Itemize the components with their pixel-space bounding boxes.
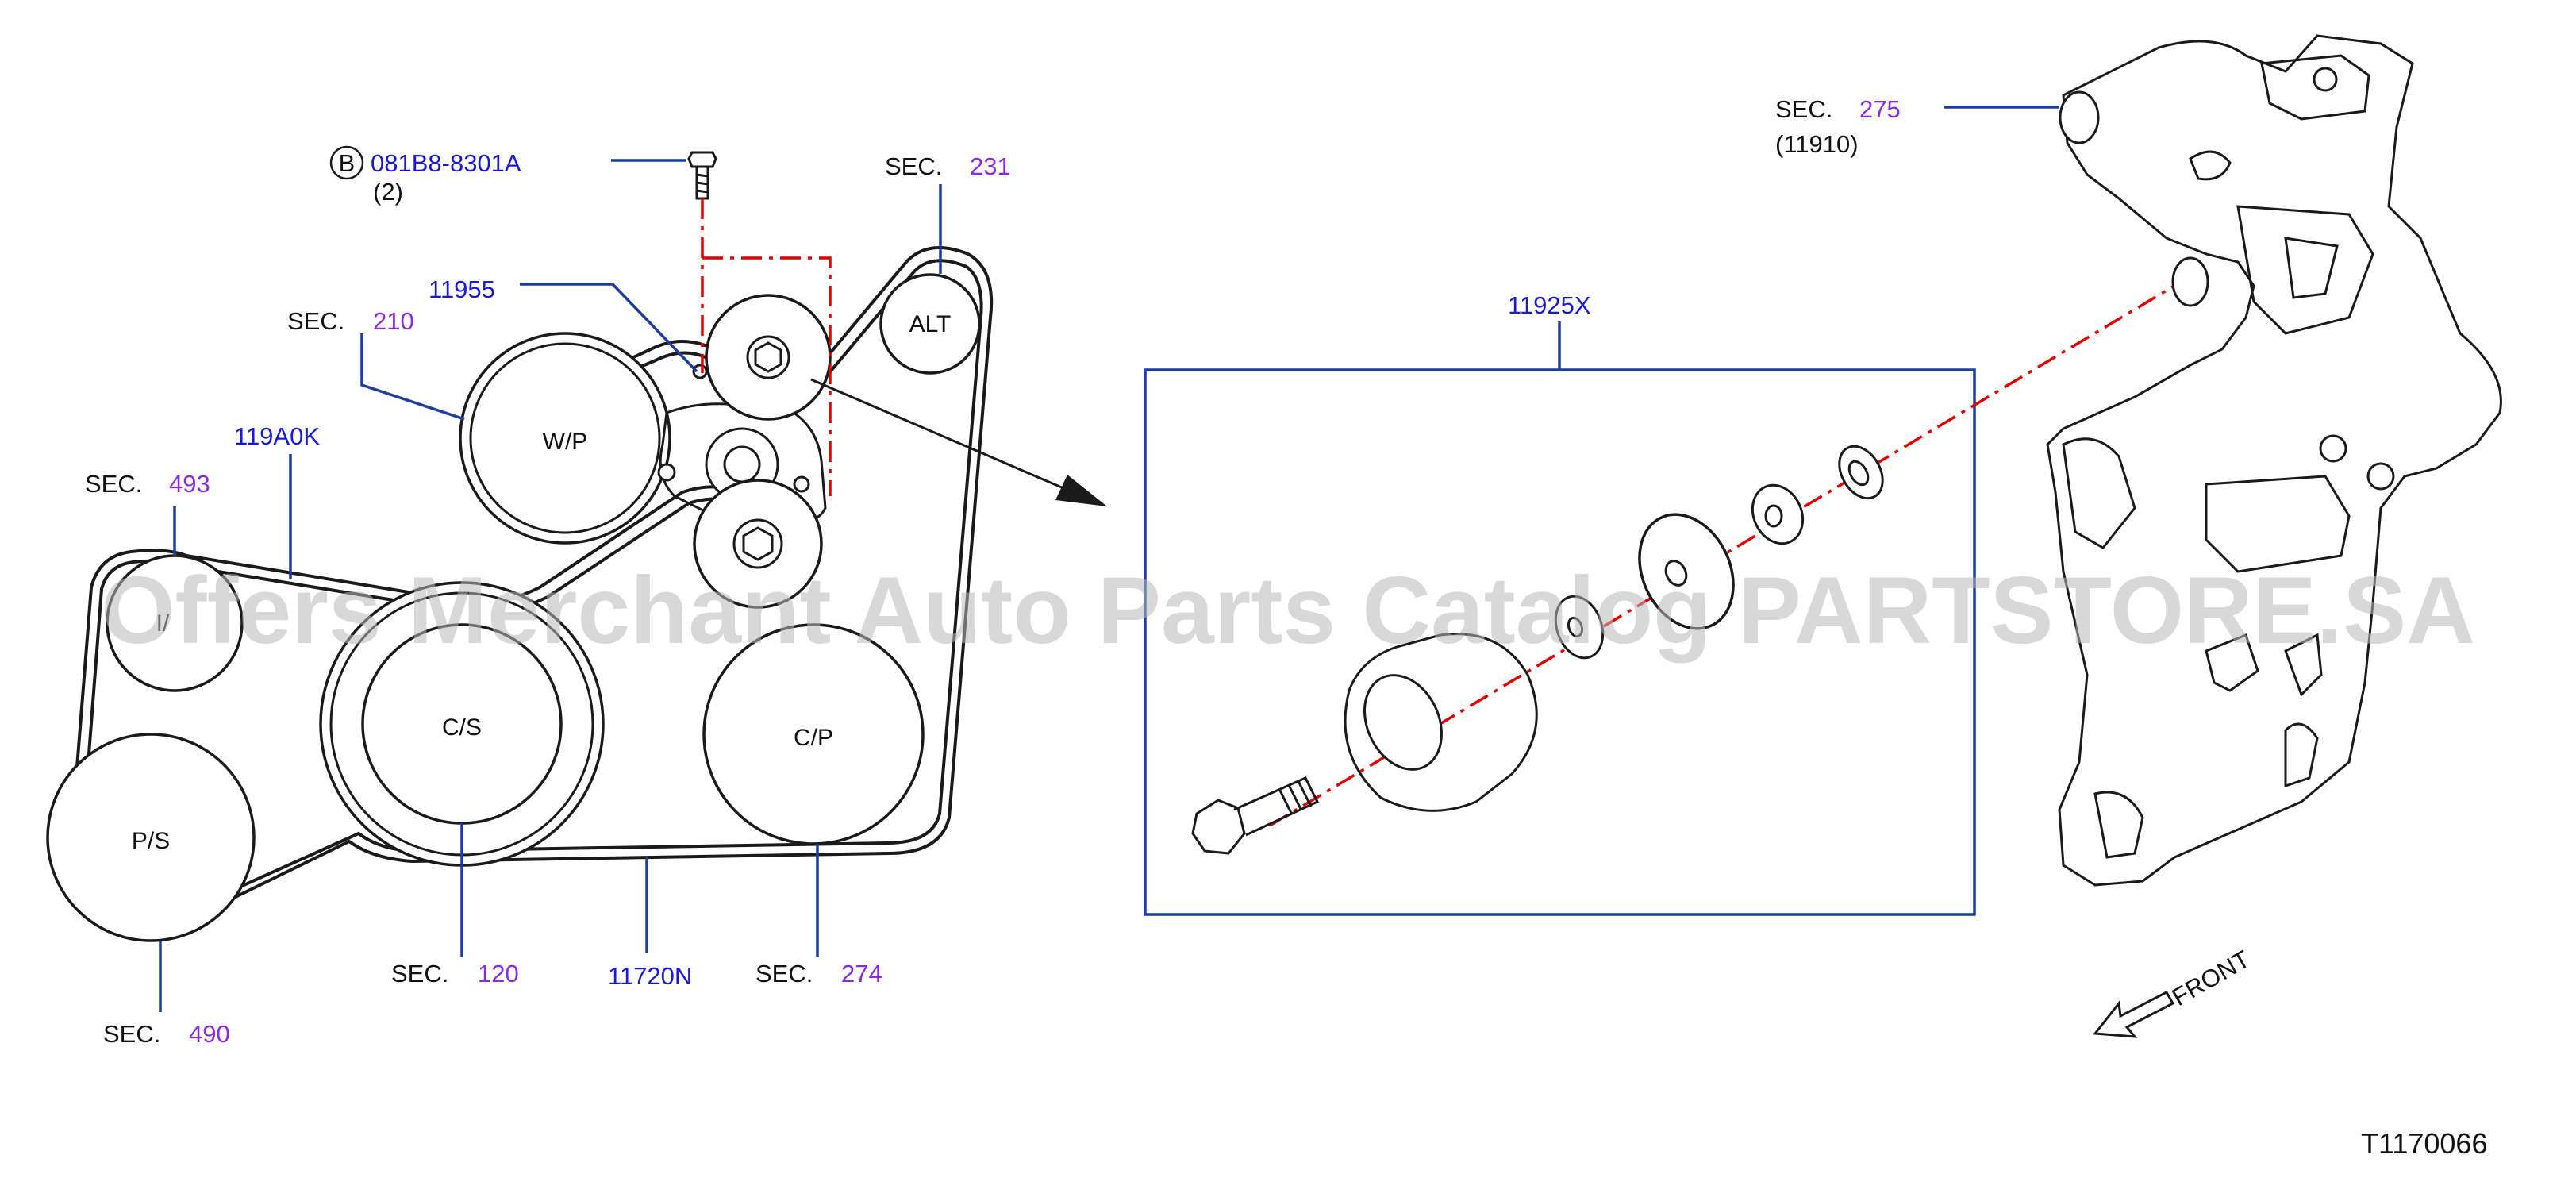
- leader-11955: [520, 283, 698, 373]
- explode-arrow: [810, 378, 1107, 506]
- pulley-idler-label: I/: [156, 610, 170, 637]
- sec-275-sub-part: (11910): [1775, 130, 1859, 158]
- part-number-11925X[interactable]: 11925X: [1508, 291, 1591, 319]
- sec-120-prefix: SEC.: [391, 960, 448, 987]
- sec-493-prefix: SEC.: [85, 470, 142, 498]
- exploded-washer-2[interactable]: [1744, 477, 1812, 552]
- exploded-spacer[interactable]: [1621, 499, 1751, 644]
- pulley-wp-label: W/P: [543, 429, 588, 455]
- sec-231-link[interactable]: 231: [970, 152, 1011, 180]
- sec-274-prefix: SEC.: [755, 960, 813, 987]
- pulley-cs[interactable]: C/S: [319, 581, 605, 867]
- pulley-alt[interactable]: ALT: [879, 273, 981, 375]
- bolt-quantity: (2): [373, 178, 403, 206]
- exploded-idler-pulley[interactable]: [1344, 633, 1538, 812]
- pulley-ps-label: P/S: [132, 828, 170, 854]
- front-label: FRONT: [2167, 945, 2255, 1011]
- bolt-part[interactable]: [687, 151, 717, 200]
- exploded-washer-1[interactable]: [1548, 590, 1611, 664]
- mounting-bracket[interactable]: [2046, 34, 2502, 887]
- leader-sec-210: [360, 333, 465, 421]
- part-number-119A0K[interactable]: 119A0K: [234, 422, 320, 450]
- exploded-lock-washer[interactable]: [1831, 439, 1892, 506]
- sec-210-prefix: SEC.: [287, 307, 344, 335]
- bolt-circle-letter: B: [339, 149, 356, 177]
- pulley-cs-label: C/S: [442, 714, 482, 741]
- sec-210-link[interactable]: 210: [373, 307, 414, 335]
- sec-490-prefix: SEC.: [103, 1020, 160, 1048]
- sec-275-prefix: SEC.: [1775, 95, 1832, 123]
- pulley-ps[interactable]: P/S: [46, 733, 256, 942]
- pulley-alt-label: ALT: [909, 311, 952, 337]
- exploded-bolt[interactable]: [1191, 776, 1320, 855]
- sec-490-link[interactable]: 490: [189, 1020, 230, 1048]
- bolt-circle-marker: [329, 145, 364, 180]
- sec-120-link[interactable]: 120: [478, 960, 519, 987]
- diagram-id: T1170066: [2361, 1127, 2487, 1160]
- part-number-bolt[interactable]: 081B8-8301A: [371, 149, 521, 177]
- sec-275-link[interactable]: 275: [1859, 95, 1901, 123]
- center-line-bracket: [702, 256, 832, 496]
- tensioner-pulley[interactable]: [693, 479, 823, 609]
- watermark-text: Offers Merchant Auto Parts Catalog PARTS…: [101, 557, 2475, 664]
- pulley-wp[interactable]: W/P: [459, 332, 671, 545]
- idler-pulley-upper[interactable]: [692, 294, 832, 421]
- pulley-cp[interactable]: C/P: [702, 623, 925, 845]
- part-number-11720N[interactable]: 11720N: [608, 962, 692, 990]
- sec-231-prefix: SEC.: [885, 152, 942, 180]
- sec-493-link[interactable]: 493: [169, 470, 210, 498]
- front-arrow: [2093, 991, 2175, 1038]
- part-number-11955[interactable]: 11955: [429, 275, 495, 303]
- sec-274-link[interactable]: 274: [841, 960, 882, 987]
- pulley-cp-label: C/P: [794, 725, 833, 751]
